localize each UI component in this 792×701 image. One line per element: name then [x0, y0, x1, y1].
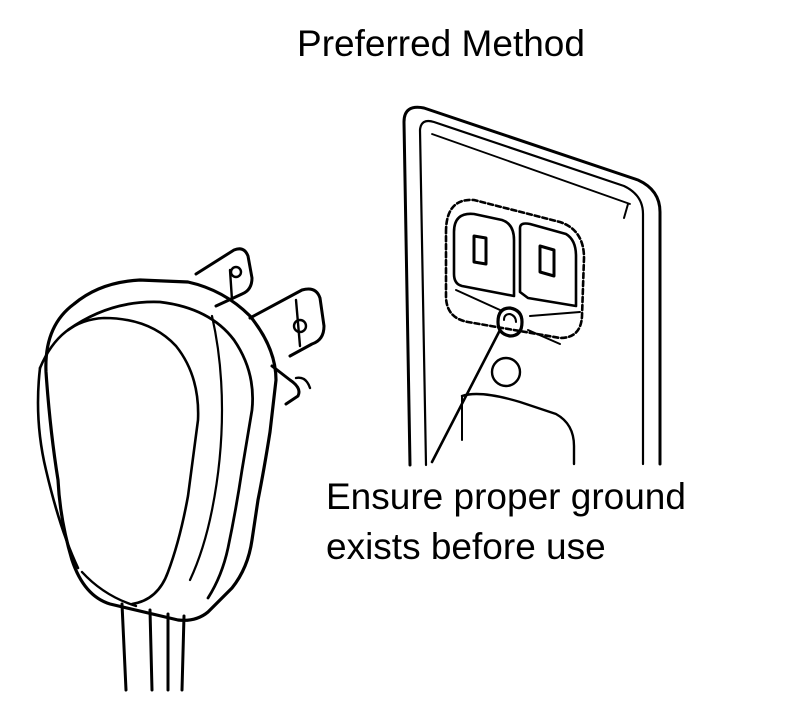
ground-warning-caption: Ensure proper ground exists before use [326, 472, 686, 572]
caption-line-1: Ensure proper ground [326, 476, 686, 517]
diagram-title: Preferred Method [297, 23, 585, 64]
wall-outlet-icon [402, 105, 662, 467]
caption-line-2: exists before use [326, 526, 606, 567]
three-prong-plug-icon [36, 247, 326, 692]
